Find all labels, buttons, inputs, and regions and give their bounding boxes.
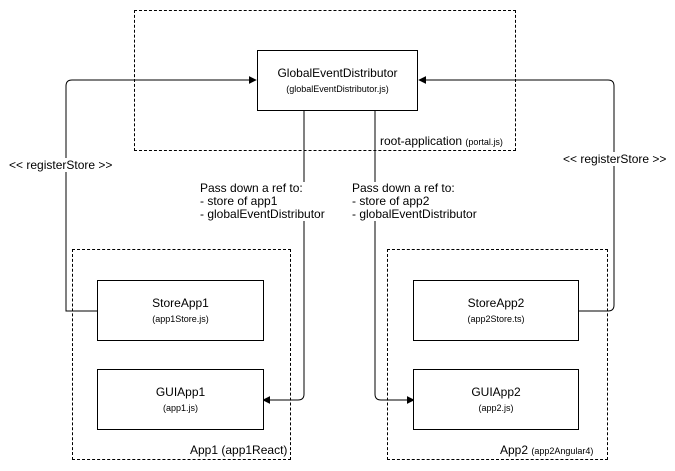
app2-container-label: App2 (app2Angular4): [500, 443, 593, 458]
gui-app1-file: (app1.js): [162, 403, 198, 413]
global-event-distributor-title: GlobalEventDistributor: [277, 66, 398, 80]
store-app1-file: (app1Store.js): [152, 314, 209, 324]
root-application-label: root-application (portal.js): [380, 134, 503, 149]
register-store-left-label: << registerStore >>: [9, 158, 113, 172]
app2-container-file: (app2Angular4): [531, 446, 594, 456]
pass-down-app1-label: Pass down a ref to: - store of app1 - gl…: [200, 182, 325, 221]
store-app1-title: StoreApp1: [152, 296, 209, 310]
pass-down-app1-line2: - store of app1: [200, 194, 278, 208]
gui-app1-title: GUIApp1: [155, 385, 206, 399]
store-app2-node: StoreApp2 (app2Store.ts): [413, 280, 579, 341]
store-app2-file: (app2Store.ts): [467, 314, 525, 324]
app1-container-name: App1 (app1React): [190, 443, 288, 457]
pass-down-app1-line1: Pass down a ref to:: [200, 181, 303, 195]
app1-container-label: App1 (app1React): [190, 443, 287, 457]
store-app1-node: StoreApp1 (app1Store.js): [97, 280, 264, 341]
global-event-distributor-file: (globalEventDistributor.js): [286, 84, 389, 94]
pass-down-app2-line2: - store of app2: [352, 194, 430, 208]
store-app2-title: StoreApp2: [467, 296, 525, 310]
gui-app2-node: GUIApp2 (app2.js): [413, 369, 579, 430]
global-event-distributor-node: GlobalEventDistributor (globalEventDistr…: [257, 50, 418, 111]
gui-app1-node: GUIApp1 (app1.js): [97, 369, 264, 430]
register-store-right-label: << registerStore >>: [563, 152, 667, 166]
pass-down-app2-label: Pass down a ref to: - store of app2 - gl…: [352, 182, 477, 221]
pass-down-app1-line3: - globalEventDistributor: [200, 207, 325, 221]
pass-down-app2-line3: - globalEventDistributor: [352, 207, 477, 221]
pass-down-app2-line1: Pass down a ref to:: [352, 181, 455, 195]
root-application-name: root-application: [380, 134, 463, 148]
app2-container-name: App2: [500, 443, 529, 457]
gui-app2-file: (app2.js): [478, 403, 514, 413]
root-application-file: (portal.js): [465, 137, 503, 147]
gui-app2-title: GUIApp2: [471, 385, 521, 399]
